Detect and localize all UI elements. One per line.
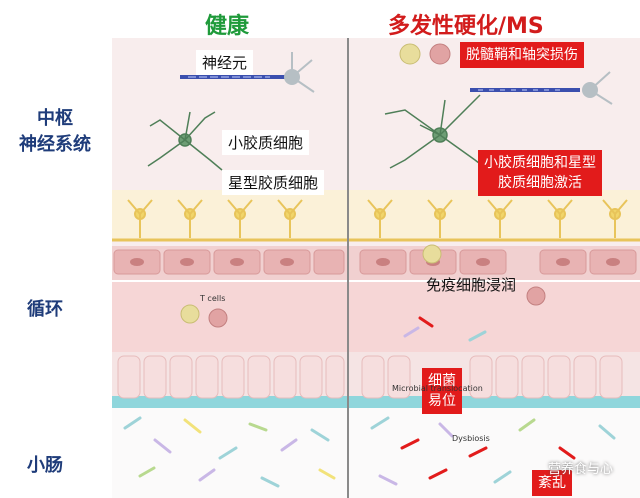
row-label-cns-line2: 神经系统	[19, 134, 91, 155]
bacteria-right	[370, 316, 616, 486]
immune-cell-infiltrate-pink	[526, 286, 546, 306]
immune-cell-top-pink	[429, 43, 451, 65]
label-demyelination: 脱髓鞘和轴突损伤	[460, 42, 584, 68]
label-disorder: 紊乱	[532, 470, 572, 496]
label-bacterial-translocation: 细菌 易位	[422, 368, 462, 414]
label-glial-activation: 小胶质细胞和星型 胶质细胞激活	[478, 150, 602, 196]
immune-cell-infiltrate-yellow	[422, 244, 442, 264]
microglia-left	[147, 111, 223, 171]
row-label-intestine: 小肠	[27, 455, 63, 476]
row-label-cns: 中枢 神经系统	[0, 106, 110, 158]
row-label-circulation: 循环	[27, 299, 63, 320]
immune-cell-top-yellow	[399, 43, 421, 65]
circulation-region	[112, 282, 640, 352]
bacteria-left	[123, 416, 336, 488]
astrocytes-right	[367, 199, 628, 238]
label-microglia: 小胶质细胞	[222, 130, 310, 155]
label-neuron: 神经元	[196, 50, 254, 75]
astrocytes-left	[127, 199, 303, 238]
watermark: 营养食与心	[548, 462, 614, 477]
label-dysbiosis: Dysbiosis	[452, 434, 490, 443]
microglia-right	[384, 94, 489, 171]
label-tcells: T cells	[200, 294, 226, 303]
enterocytes	[117, 355, 623, 399]
header-healthy: 健康	[205, 14, 250, 39]
label-glial-activation-line2: 胶质细胞激活	[498, 175, 582, 191]
tcell-yellow	[180, 304, 200, 324]
label-immune-infiltration: 免疫细胞浸润	[426, 276, 517, 294]
label-translocation-line1: 细菌	[428, 373, 456, 389]
label-astrocyte: 星型胶质细胞	[222, 170, 325, 195]
header-disease: 多发性硬化/MS	[388, 14, 544, 39]
label-glial-activation-line1: 小胶质细胞和星型	[484, 155, 596, 171]
neuron-left	[180, 52, 315, 93]
mucus-layer	[112, 396, 640, 408]
row-label-cns-line1: 中枢	[37, 108, 73, 129]
label-translocation-line2: 易位	[428, 393, 456, 409]
label-microbial-translocation: Microbial translocation	[392, 384, 483, 393]
tcell-pink	[208, 308, 228, 328]
neuron-right	[470, 71, 613, 105]
